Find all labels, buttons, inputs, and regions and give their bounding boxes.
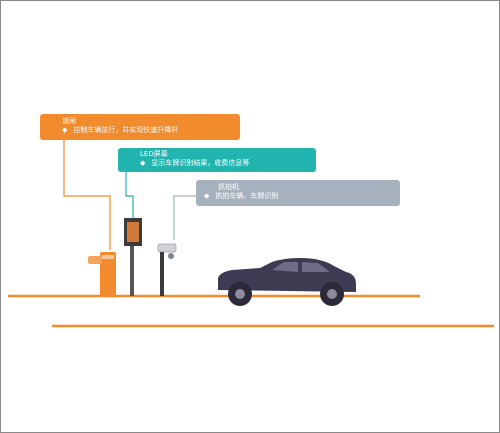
led-display-icon (124, 218, 142, 296)
led-connector-line (125, 171, 134, 218)
camera-connector-line (173, 195, 200, 240)
bullet-icon: ◆ (62, 125, 68, 134)
barrier-callout-desc: 控制车辆放行，并实现快速升降杆 (73, 125, 179, 134)
barrier-callout-title: 道闸 (62, 117, 76, 125)
camera-icon (157, 243, 177, 296)
led-callout-desc: 显示车牌识别结果，收费信息等 (151, 158, 250, 167)
barrier-gate-icon (88, 252, 116, 296)
camera-callout-desc: 抓拍车辆，车牌识别 (215, 191, 279, 200)
led-callout: LED屏幕 ◆ 显示车牌识别结果，收费信息等 (118, 148, 316, 172)
bullet-icon: ◆ (204, 191, 210, 200)
car-icon (218, 258, 356, 306)
camera-callout: 抓拍机 ◆ 抓拍车辆，车牌识别 (196, 180, 400, 206)
bullet-icon: ◆ (140, 158, 146, 167)
barrier-callout: 道闸 ◆ 控制车辆放行，并实现快速升降杆 (40, 114, 240, 140)
camera-callout-title: 抓拍机 (218, 183, 239, 191)
led-callout-title: LED屏幕 (140, 150, 168, 158)
barrier-connector-line (63, 140, 111, 250)
